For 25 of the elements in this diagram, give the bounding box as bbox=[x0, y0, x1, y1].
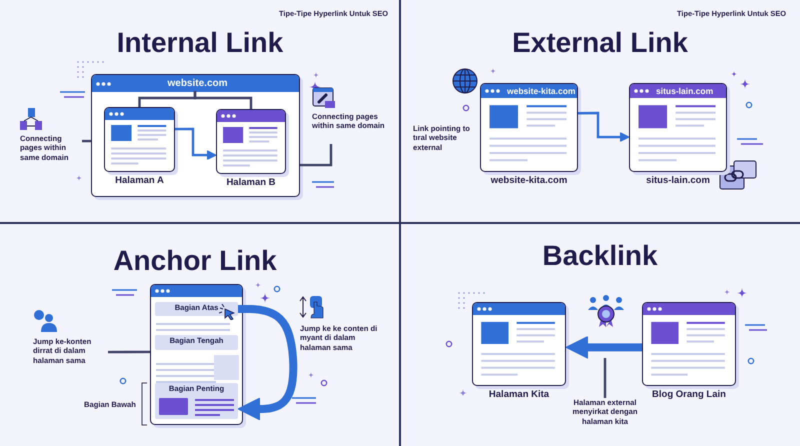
section-block bbox=[155, 335, 238, 350]
leader-line bbox=[604, 358, 606, 398]
section-title: External Link bbox=[511, 27, 689, 59]
page-caption: Blog Orang Lain bbox=[651, 389, 727, 400]
arrow bbox=[566, 336, 642, 359]
leader-line bbox=[82, 140, 91, 142]
page-caption: situs-lain.com bbox=[645, 175, 711, 186]
leader-line bbox=[300, 144, 332, 166]
page-caption: Halaman Kita bbox=[488, 389, 550, 400]
url-text: situs-lain.com bbox=[656, 86, 714, 96]
page-caption: Halaman A bbox=[114, 175, 165, 186]
connector-line bbox=[194, 90, 252, 109]
page-caption: Halaman B bbox=[225, 177, 277, 188]
arrow bbox=[236, 305, 298, 420]
section-title: Anchor Link bbox=[112, 245, 278, 277]
section-title: Backlink bbox=[541, 240, 659, 272]
page-caption: website-kita.com bbox=[490, 175, 568, 186]
section-title: Internal Link bbox=[116, 27, 284, 59]
arrow bbox=[578, 112, 630, 142]
url-text: website.com bbox=[166, 78, 229, 89]
section-block bbox=[155, 383, 238, 419]
leader-line bbox=[108, 350, 150, 354]
url-text: website-kita.com bbox=[507, 86, 576, 96]
arrow bbox=[175, 128, 216, 160]
section-block bbox=[155, 302, 238, 316]
